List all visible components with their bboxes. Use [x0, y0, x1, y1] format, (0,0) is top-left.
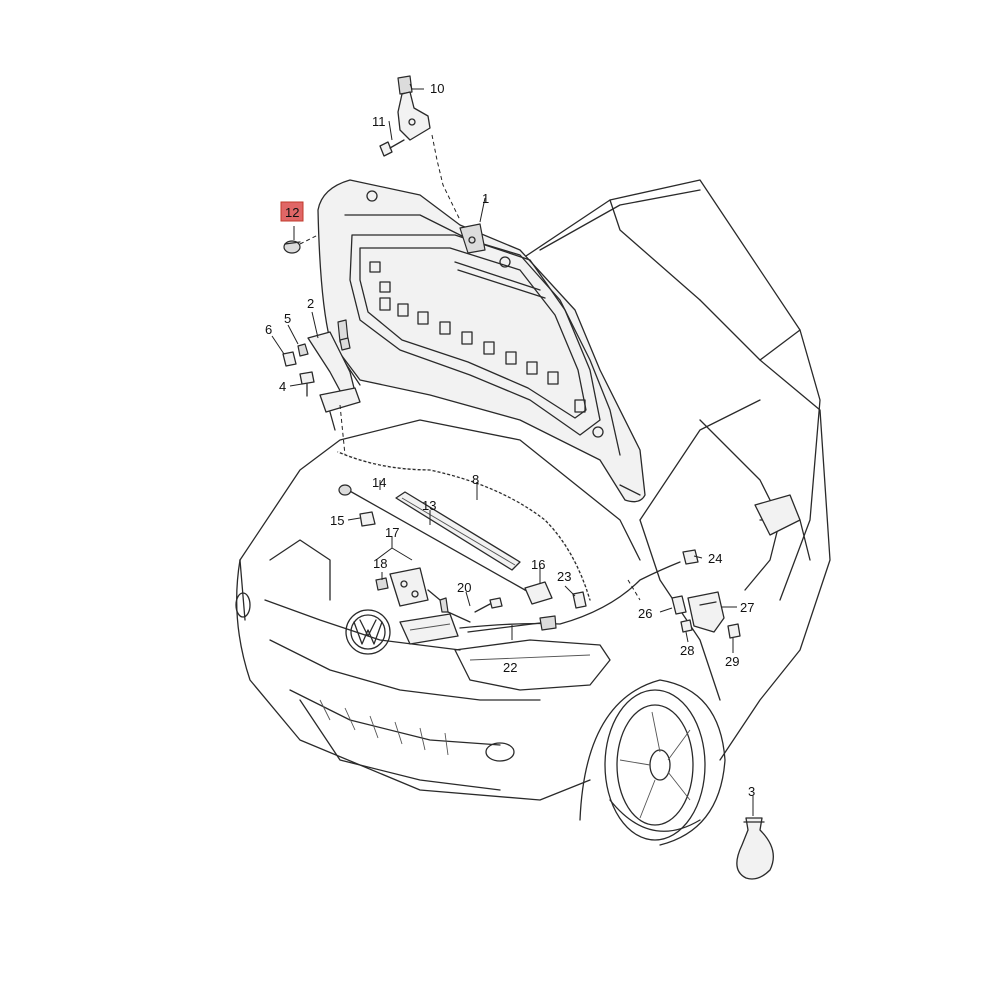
part-16-holder-icon	[524, 581, 553, 605]
part-13-strip	[395, 491, 521, 571]
part-6-nut-icon	[282, 351, 297, 367]
callout-10: 10	[430, 81, 444, 96]
callout-8: 8	[472, 472, 479, 487]
vw-logo-icon	[345, 609, 391, 655]
callout-1: 1	[482, 191, 489, 206]
callout-2: 2	[307, 296, 314, 311]
callout-20: 20	[457, 580, 471, 595]
callout-12-highlight	[280, 201, 304, 222]
part-2-hinge	[307, 319, 361, 431]
part-15-clip-icon	[359, 511, 376, 527]
callout-26: 26	[638, 606, 652, 621]
callout-12: 12	[285, 205, 299, 220]
callout-16: 16	[531, 557, 545, 572]
callout-4: 4	[279, 379, 286, 394]
part-14-prop-rod	[338, 484, 541, 599]
callout-17: 17	[385, 525, 399, 540]
part-12-bump-stop-icon	[283, 240, 301, 254]
part-8-seal	[337, 451, 591, 601]
part-26-icon	[671, 595, 687, 615]
callout-labels: 10 11 1 12 2 5 6 4 8 14 13 15 17 18 16 2…	[265, 81, 755, 799]
part-24-grommet-icon	[682, 549, 699, 565]
part-23-clip-icon	[572, 591, 587, 609]
callout-13: 13	[422, 498, 436, 513]
callout-22: 22	[503, 660, 517, 675]
callout-14: 14	[372, 475, 386, 490]
part-10-bracket	[397, 75, 431, 141]
callout-24: 24	[708, 551, 722, 566]
latch-plate	[399, 613, 459, 645]
callout-11: 11	[372, 114, 386, 129]
callout-27: 27	[740, 600, 754, 615]
part-29-clip-icon	[727, 623, 741, 639]
callout-23: 23	[557, 569, 571, 584]
part-17-lock	[375, 567, 471, 623]
leader-lines	[271, 83, 754, 816]
hood-panel	[317, 179, 646, 503]
callout-28: 28	[680, 643, 694, 658]
part-5-nut-icon	[297, 343, 309, 357]
part-22-cable	[439, 561, 681, 633]
part-20-bolt-icon	[474, 597, 503, 613]
callout-29: 29	[725, 654, 739, 669]
callout-5: 5	[284, 311, 291, 326]
callout-15: 15	[330, 513, 344, 528]
part-4-bolt-icon	[299, 371, 315, 397]
part-3-grease-bag-icon	[736, 817, 774, 880]
callout-3: 3	[748, 784, 755, 799]
callout-18: 18	[373, 556, 387, 571]
part-11-bolt-icon	[379, 139, 405, 157]
callout-6: 6	[265, 322, 272, 337]
part-28-screw-icon	[680, 619, 693, 633]
front-wheel	[579, 679, 726, 846]
part-27-release-lever	[687, 591, 725, 633]
